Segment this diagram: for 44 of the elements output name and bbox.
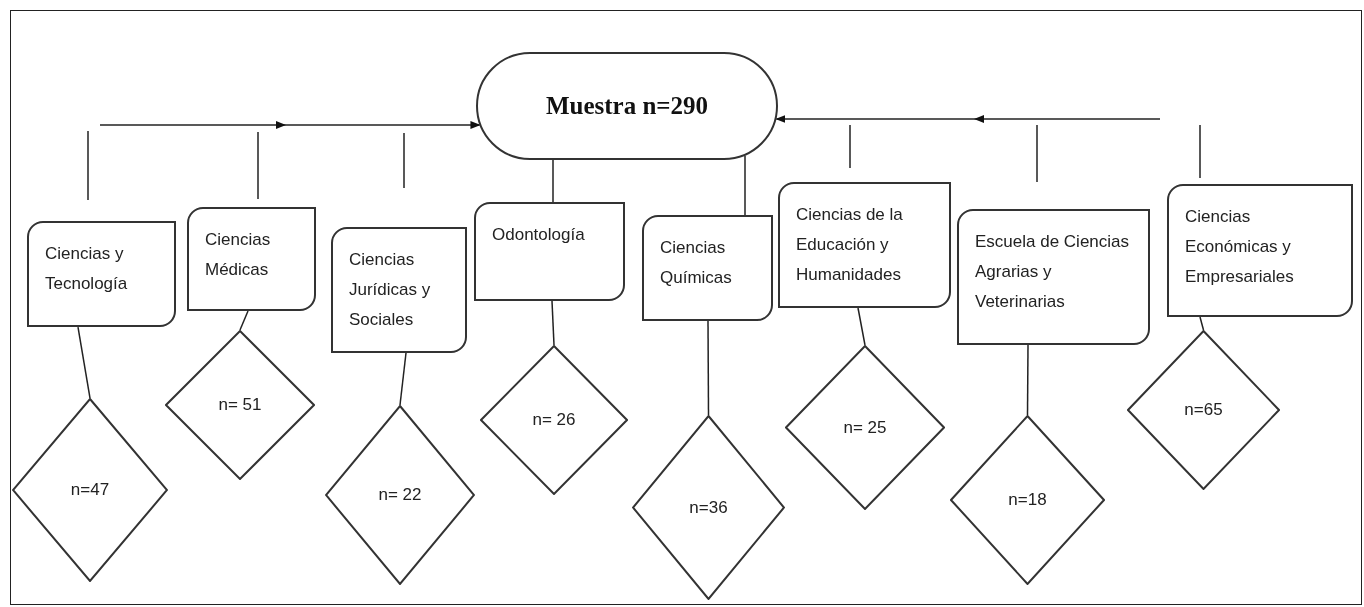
faculty-box — [778, 182, 951, 308]
connector-line — [857, 307, 866, 346]
connector-line — [707, 320, 710, 416]
count-diamond — [480, 345, 628, 495]
connector-line — [1026, 344, 1029, 416]
count-diamond — [165, 330, 315, 480]
connector-line — [551, 300, 555, 346]
count-diamond — [325, 405, 475, 585]
node-label: n= 26 — [532, 410, 576, 430]
count-diamond — [950, 415, 1105, 585]
node-label: Ciencias Económicas y Empresariales — [1185, 206, 1295, 288]
node-label: n= 51 — [218, 395, 262, 415]
connector-line — [744, 155, 746, 216]
count-diamond — [632, 415, 785, 600]
faculty-box — [642, 215, 773, 321]
node-label: n= 25 — [843, 417, 887, 437]
node-label: Muestra n=290 — [545, 91, 709, 122]
faculty-box — [474, 202, 625, 301]
node-label: Ciencias Médicas — [205, 229, 272, 281]
node-label: n= 22 — [378, 485, 422, 505]
faculty-box — [27, 221, 176, 327]
faculty-box — [1167, 184, 1353, 317]
faculty-box — [187, 207, 316, 311]
faculty-box — [331, 227, 467, 353]
connector-line — [1199, 316, 1205, 331]
faculty-box — [957, 209, 1150, 345]
node-label: n=65 — [1184, 400, 1223, 420]
node-label: n=47 — [70, 480, 110, 500]
node-label: Ciencias Jurídicas y Sociales — [349, 249, 432, 331]
count-diamond — [785, 345, 945, 510]
node-label: Ciencias Químicas — [660, 237, 733, 289]
connector-line — [239, 310, 249, 331]
node-label: Ciencias de la Educación y Humanidades — [796, 204, 904, 286]
connector-line — [399, 352, 407, 406]
node-label: n=36 — [689, 497, 728, 517]
node-label: Ciencias y Tecnología — [45, 243, 129, 295]
arrow — [99, 121, 481, 129]
count-diamond — [12, 398, 168, 582]
node-label: Escuela de Ciencias Agrarias y Veterinarias — [975, 231, 1131, 313]
node-label: n=18 — [1008, 490, 1047, 510]
connector-line — [77, 326, 91, 399]
connector-line — [552, 159, 554, 203]
node-label: Odontología — [492, 224, 586, 246]
count-diamond — [1127, 330, 1280, 490]
